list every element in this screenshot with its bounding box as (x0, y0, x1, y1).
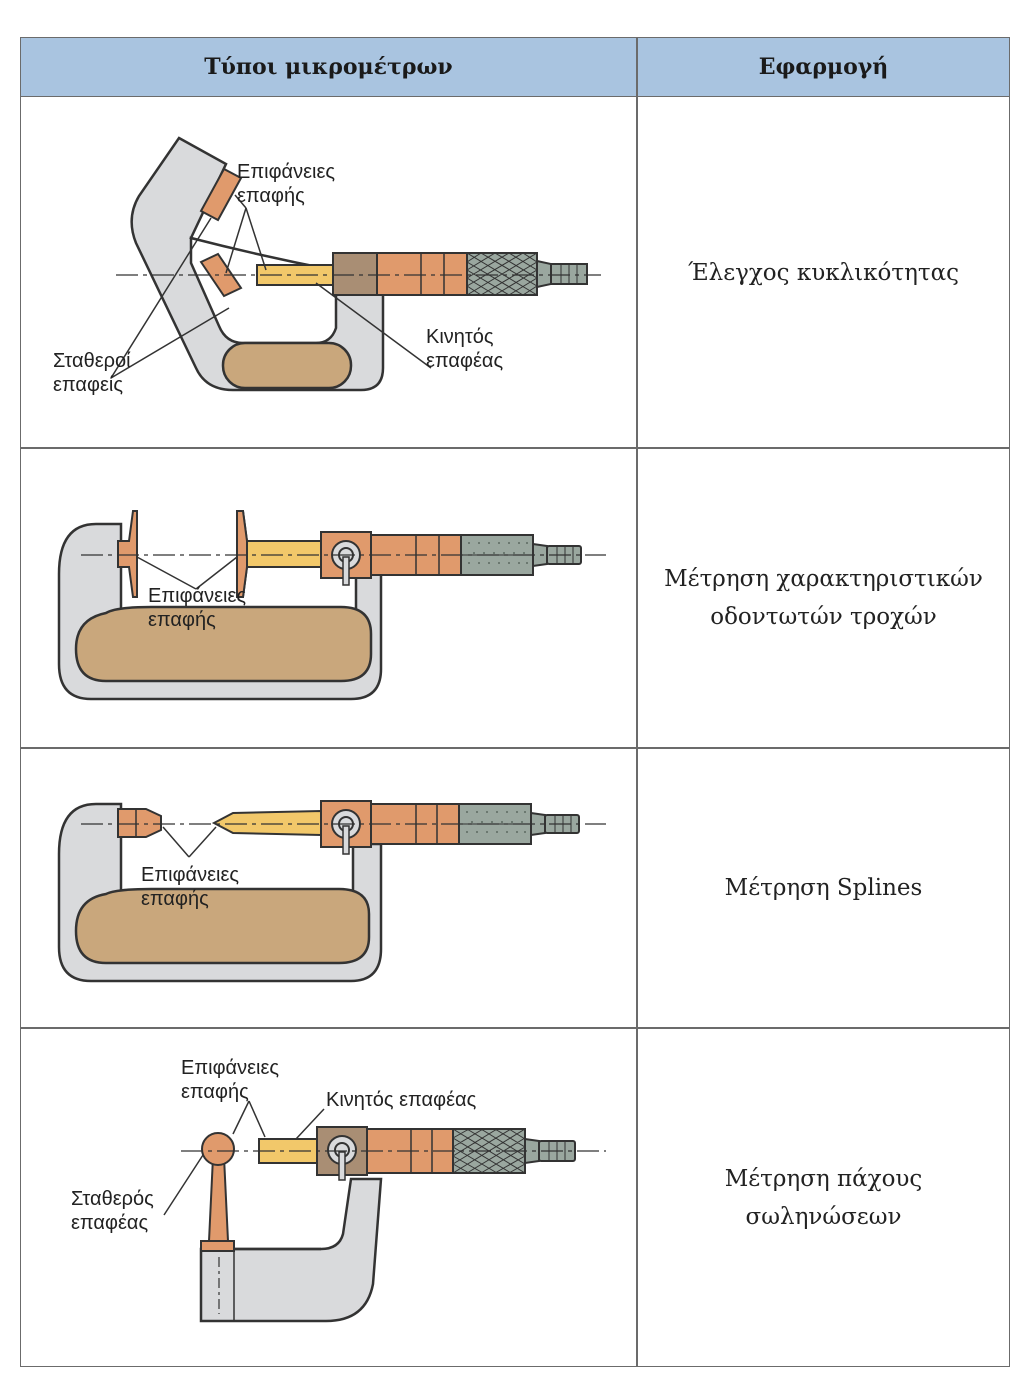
header-application: Εφαρμογή (758, 53, 889, 80)
disc-micrometer-figure: Επιφάνειες επαφής (21, 449, 636, 747)
table-header: Τύποι μικρομέτρων Εφαρμογή (21, 38, 1009, 97)
application-cell: Έλεγχος κυκλικότητας (687, 259, 960, 286)
label-contact-surfaces: Επιφάνειες επαφής (148, 585, 247, 631)
column-divider (636, 38, 638, 1366)
micrometer-table: Τύποι μικρομέτρων Εφαρμογή (20, 37, 1010, 1367)
label-moving-spindle: Κινητός επαφέας (426, 326, 504, 372)
spline-micrometer-figure: Επιφάνειες επαφής (21, 749, 636, 1027)
label-contact-surfaces: Επιφάνειες επαφής (237, 161, 336, 207)
label-moving-spindle: Κινητός επαφέας (326, 1089, 477, 1111)
table-row: Επιφάνειες επαφής Σταθεροί επαφείς Κινητ… (21, 98, 1009, 447)
row-divider (21, 447, 1009, 449)
application-cell: Μέτρηση Splines (724, 875, 923, 901)
label-fixed-anvil: Σταθερός επαφέας (71, 1188, 154, 1234)
header-types: Τύποι μικρομέτρων (204, 53, 453, 80)
label-fixed-anvils: Σταθεροί επαφείς (53, 350, 131, 396)
row-divider (21, 1027, 1009, 1029)
label-contact-surfaces: Επιφάνειες επαφής (141, 864, 240, 910)
label-contact-surfaces: Επιφάνειες επαφής (181, 1057, 280, 1103)
v-anvil-micrometer-figure: Επιφάνειες επαφής Σταθεροί επαφείς Κινητ… (21, 98, 636, 447)
application-cell: Μέτρηση χαρακτηριστικών οδοντωτών τροχών (664, 566, 983, 630)
table-row: Επιφάνειες επαφής Κινητός επαφέας Σταθερ… (21, 1029, 1009, 1366)
tube-micrometer-figure: Επιφάνειες επαφής Κινητός επαφέας Σταθερ… (21, 1029, 636, 1366)
application-cell: Μέτρηση πάχους σωληνώσεων (724, 1165, 923, 1230)
table-row: Επιφάνειες επαφής Μέτρηση χαρακτηριστικώ… (21, 449, 1009, 747)
table-row: Επιφάνειες επαφής Μέτρηση Splines (21, 749, 1009, 1027)
row-divider (21, 747, 1009, 749)
